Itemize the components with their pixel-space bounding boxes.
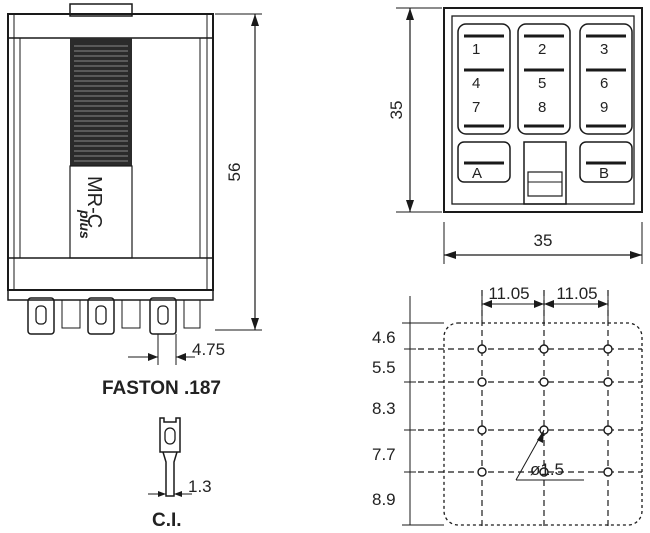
pcb-footprint: 11.05 11.05 4.6 5.5 8.3 7.7 8.9 ø1.5 [372,284,643,530]
pin-6: 6 [600,75,608,92]
top-height-35-label: 35 [387,101,406,120]
pcb-hole [603,467,613,477]
pcb-hole [477,344,487,354]
pcb-hole [539,344,549,354]
pin-7: 7 [472,99,480,116]
footprint-outline [443,322,643,526]
h-dim-1: 11.05 [488,284,529,303]
coil-b: B [599,165,609,182]
faston-label: FASTON .187 [102,378,221,399]
brand-text: MR-C [83,176,105,228]
v-dim-3: 8.3 [372,399,396,418]
pcb-hole [477,467,487,477]
v-dim-2: 5.5 [372,358,396,377]
ci-label: C.I. [152,510,182,531]
pcb-hole [477,425,487,435]
top-ridge [69,3,133,17]
pcb-hole [603,425,613,435]
pcb-hole [539,467,549,477]
pitch-4-75-label: 4.75 [192,340,225,359]
pcb-hole [603,344,613,354]
relay-side-view: MR-C plus 56 4.75 FASTON .187 [7,3,262,531]
v-dim-5: 8.9 [372,490,396,509]
relay-top-view: 1 2 3 4 5 6 7 8 9 A B 35 35 [387,7,643,264]
ci-1-3-label: 1.3 [188,477,212,496]
top-width-35-label: 35 [534,231,553,250]
logo-panel [69,165,133,259]
label-strip [70,38,132,166]
pcb-hole [603,377,613,387]
h-dim-2: 11.05 [556,284,597,303]
ci-pin [159,417,181,497]
hole-diameter-label: ø1.5 [530,460,564,479]
brand-subtext: plus [77,209,93,239]
pcb-hole [539,377,549,387]
pin-9: 9 [600,99,608,116]
pin-4: 4 [472,75,480,92]
pin-5: 5 [538,75,546,92]
pin-1: 1 [472,41,480,58]
pin-2: 2 [538,41,546,58]
coil-a: A [472,165,482,182]
pin-3: 3 [600,41,608,58]
top-view-outline [443,7,643,213]
v-dim-1: 4.6 [372,328,396,347]
faston-terminals [27,297,201,335]
v-dim-4: 7.7 [372,445,396,464]
height-56-label: 56 [225,163,244,182]
pcb-hole [477,377,487,387]
pin-8: 8 [538,99,546,116]
